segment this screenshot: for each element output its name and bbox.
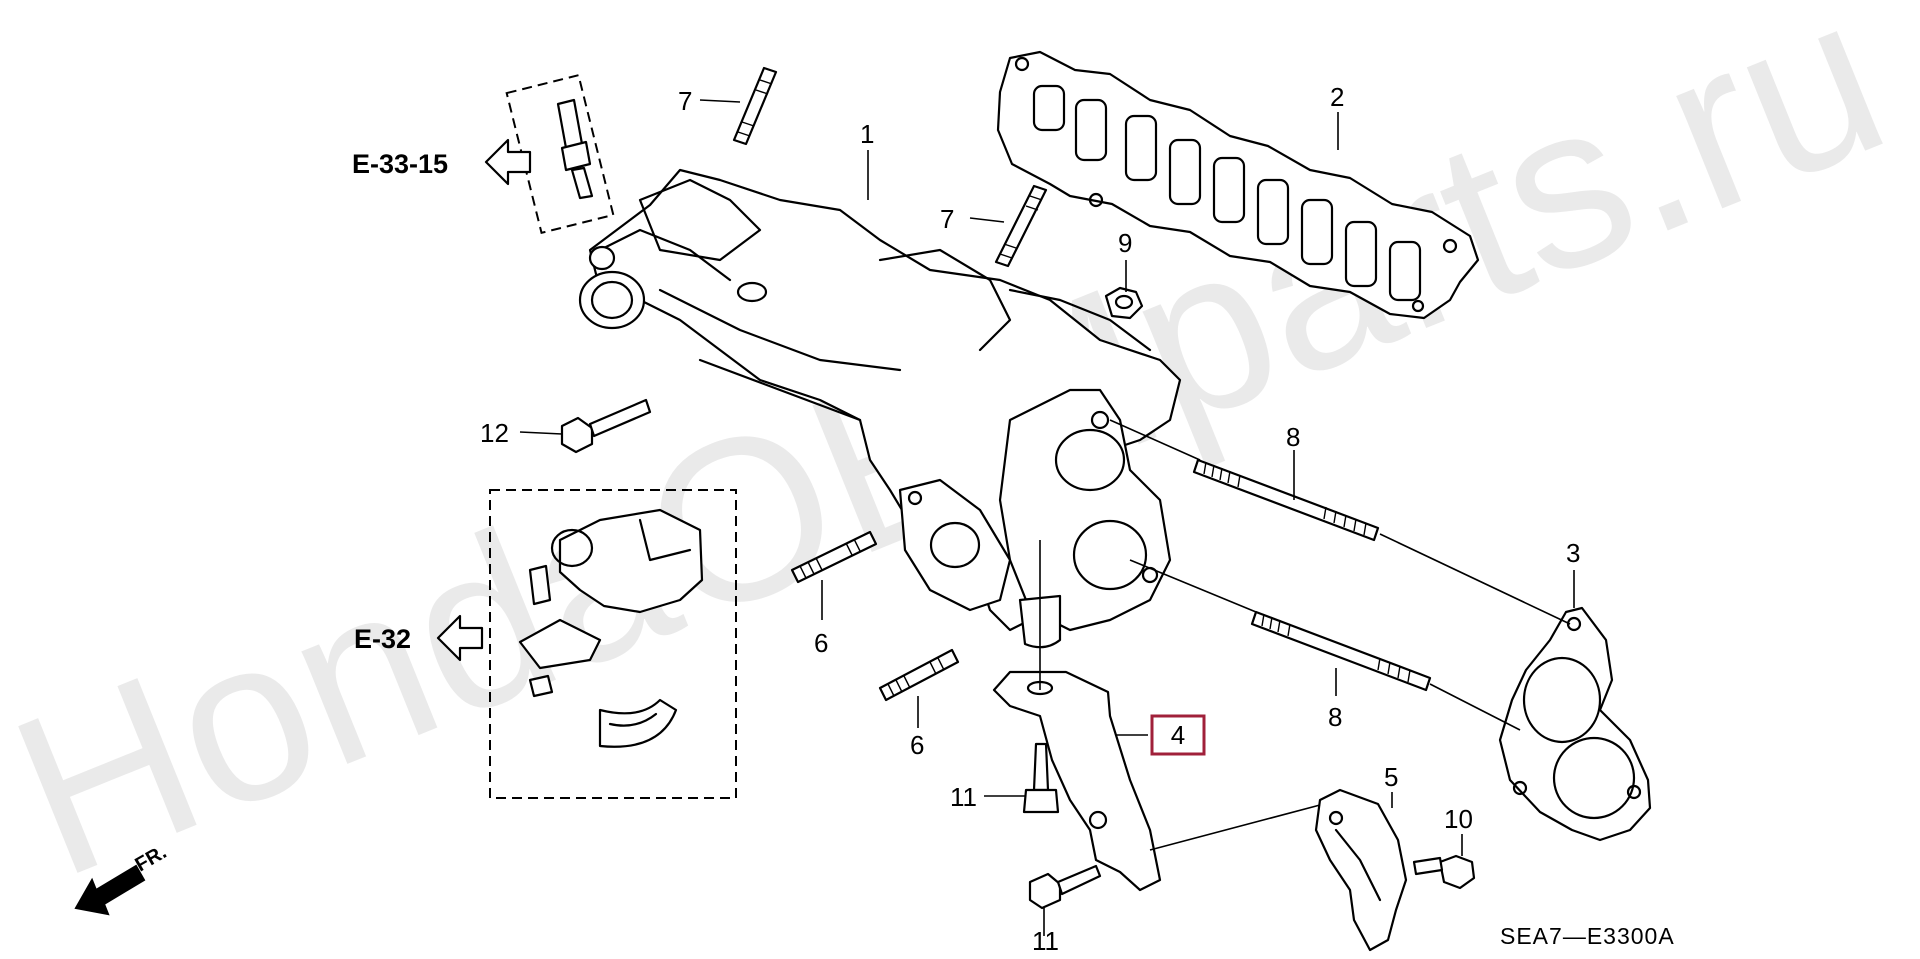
reference-e32[interactable]: E-32 bbox=[354, 614, 484, 662]
leader-lines bbox=[519, 99, 1575, 936]
callout-5: 5 bbox=[1384, 762, 1398, 792]
group-box-stud-e33-15 bbox=[505, 73, 615, 235]
group-box-solenoid-e32 bbox=[489, 489, 737, 799]
bolt-12[interactable] bbox=[560, 398, 652, 454]
stud-8-lower[interactable] bbox=[1250, 610, 1432, 692]
stud-6-upper[interactable] bbox=[790, 530, 878, 584]
reference-e32-arrow-icon bbox=[436, 614, 484, 662]
bolt-11-upper[interactable] bbox=[1022, 742, 1060, 814]
front-arrow-icon bbox=[74, 864, 146, 916]
stud-e33-15[interactable] bbox=[556, 98, 594, 200]
callout-9: 9 bbox=[1118, 228, 1132, 258]
callout-2: 2 bbox=[1330, 82, 1344, 112]
stud-8-upper[interactable] bbox=[1192, 458, 1380, 542]
manifold-body[interactable] bbox=[578, 168, 1182, 649]
callout-11-lower: 11 bbox=[1032, 926, 1059, 956]
diagram-code: SEA7—E3300A bbox=[1500, 923, 1675, 949]
bolt-11-lower[interactable] bbox=[1028, 864, 1102, 910]
callout-6-upper: 6 bbox=[814, 628, 828, 658]
callout-8-lower: 8 bbox=[1328, 702, 1342, 732]
stud-7-left[interactable] bbox=[732, 66, 778, 146]
nut-10[interactable] bbox=[1412, 854, 1476, 890]
solenoid-valve[interactable] bbox=[518, 508, 704, 748]
reference-e32-label[interactable]: E-32 bbox=[354, 624, 411, 654]
gasket-intake-manifold[interactable] bbox=[996, 50, 1480, 320]
reference-e33-15-label[interactable]: E-33-15 bbox=[352, 149, 448, 179]
callout-10: 10 bbox=[1444, 804, 1473, 834]
callout-7-left: 7 bbox=[678, 86, 692, 116]
callout-3: 3 bbox=[1566, 538, 1580, 568]
bracket-small[interactable] bbox=[1314, 788, 1408, 952]
callout-6-lower: 6 bbox=[910, 730, 924, 760]
callout-1: 1 bbox=[860, 119, 874, 149]
callout-12: 12 bbox=[480, 418, 509, 448]
callout-4: 4 bbox=[1171, 720, 1185, 750]
nut-9[interactable] bbox=[1104, 286, 1144, 320]
gasket-exhaust[interactable] bbox=[1498, 606, 1652, 842]
stud-7-middle[interactable] bbox=[994, 184, 1048, 268]
bracket-stay[interactable] bbox=[992, 670, 1162, 892]
reference-e33-15[interactable]: E-33-15 bbox=[352, 138, 532, 186]
callout-11-upper: 11 bbox=[950, 782, 977, 812]
callout-8-upper: 8 bbox=[1286, 422, 1300, 452]
reference-e33-15-arrow-icon bbox=[484, 138, 532, 186]
callout-7-middle: 7 bbox=[940, 204, 954, 234]
stud-6-lower[interactable] bbox=[878, 648, 960, 702]
callout-4-highlight: 4 bbox=[1150, 714, 1206, 756]
